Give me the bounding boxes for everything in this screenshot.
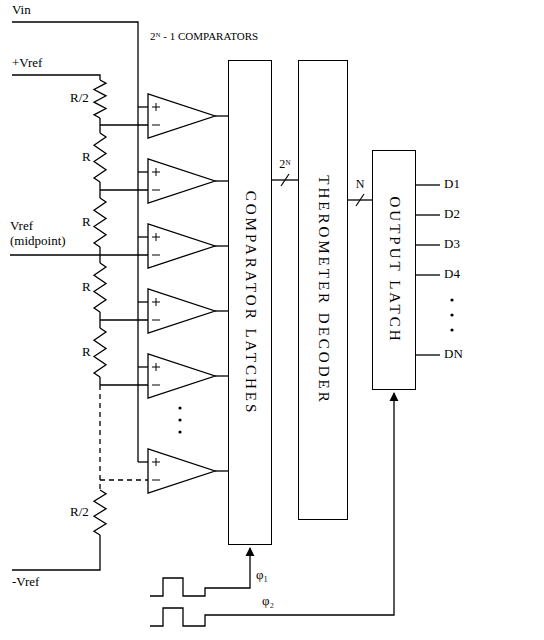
comparator-output (215, 115, 228, 116)
output-wire (416, 244, 440, 245)
tap-wire (100, 479, 148, 480)
tap-wire (100, 319, 148, 320)
comparator-output (215, 375, 228, 376)
signal-name: -Vref (12, 575, 39, 590)
bus-slash (281, 174, 289, 186)
minus-sign (152, 190, 160, 191)
block-box: THEROMETER DECODER (298, 60, 348, 520)
block-box: OUTPUT LATCH (372, 150, 416, 390)
bus-slash (356, 194, 364, 206)
output-pin: D3 (444, 237, 460, 252)
wire (99, 377, 100, 385)
minus-sign (152, 125, 160, 126)
ellipsis-dot (178, 406, 181, 409)
clock-name: φ₂ (262, 594, 274, 609)
plus-sign (156, 168, 157, 176)
block-label: OUTPUT LATCH (386, 197, 403, 344)
resistor-symbol (94, 490, 106, 535)
signal-name: +Vref (12, 56, 42, 71)
tap-wire (100, 124, 148, 125)
bus-width: 2ᴺ (279, 158, 291, 172)
signal-name: Vin (12, 3, 31, 18)
resistor-symbol (94, 80, 106, 118)
ellipsis-dot (178, 430, 181, 433)
input-wire (138, 236, 148, 237)
comparator-symbol (148, 94, 215, 138)
resistor-symbol (94, 263, 106, 312)
output-pin: D2 (444, 207, 460, 222)
ellipsis-dot (178, 418, 181, 421)
output-pin: D4 (444, 267, 460, 282)
minus-sign (152, 385, 160, 386)
resistor-value: R (82, 215, 91, 230)
output-pin: D1 (444, 177, 460, 192)
comparator-output (215, 180, 228, 181)
output-wire (416, 274, 440, 275)
omitted-resistors (99, 385, 100, 490)
resistor-symbol (94, 198, 106, 247)
plus-sign (156, 363, 157, 371)
resistor-value: R (82, 150, 91, 165)
reference-wire (10, 254, 100, 255)
signal-name: Vref (midpoint) (10, 219, 74, 249)
input-wire (138, 171, 148, 172)
ellipsis-dot (450, 298, 453, 301)
minus-sign (152, 255, 160, 256)
comparator-output (215, 470, 228, 471)
comparator-symbol (148, 289, 215, 333)
tap-wire (100, 254, 148, 255)
resistor-symbol (94, 133, 106, 182)
annotation: 2ᴺ - 1 COMPARATORS (150, 30, 258, 43)
resistor-value: R (82, 345, 91, 360)
clock-phi1 (150, 548, 250, 596)
bus-width: N (356, 178, 365, 192)
resistor-symbol (94, 328, 106, 377)
tap-wire (100, 189, 148, 190)
output-pin: DN (444, 347, 463, 362)
minus-sign (152, 480, 160, 481)
resistor-value: R (82, 280, 91, 295)
block-label: THEROMETER DECODER (315, 175, 332, 404)
clock-phi2 (150, 393, 394, 626)
input-wire (138, 106, 148, 107)
ellipsis-dot (450, 313, 453, 316)
comparator-symbol (148, 224, 215, 268)
plus-sign (156, 233, 157, 241)
comparator-symbol (148, 159, 215, 203)
minus-sign (152, 320, 160, 321)
comparator-output (215, 310, 228, 311)
resistor-value: R/2 (70, 91, 89, 106)
reference-wire (12, 75, 100, 80)
block-label: COMPARATOR LATCHES (242, 190, 259, 414)
comparator-symbol (148, 354, 215, 398)
ellipsis-dot (450, 328, 453, 331)
plus-sign (156, 103, 157, 111)
output-wire (416, 354, 440, 355)
reference-wire (12, 535, 100, 570)
plus-sign (156, 298, 157, 306)
comparator-symbol (148, 449, 215, 493)
plus-sign (156, 458, 157, 466)
input-wire (138, 366, 148, 367)
comparator-output (215, 245, 228, 246)
clock-name: φ₁ (256, 568, 268, 583)
input-wire (138, 301, 148, 302)
resistor-value: R/2 (70, 505, 89, 520)
input-wire (138, 461, 148, 462)
block-box: COMPARATOR LATCHES (228, 60, 272, 545)
output-wire (416, 214, 440, 215)
tap-wire (100, 384, 148, 385)
output-wire (416, 184, 440, 185)
